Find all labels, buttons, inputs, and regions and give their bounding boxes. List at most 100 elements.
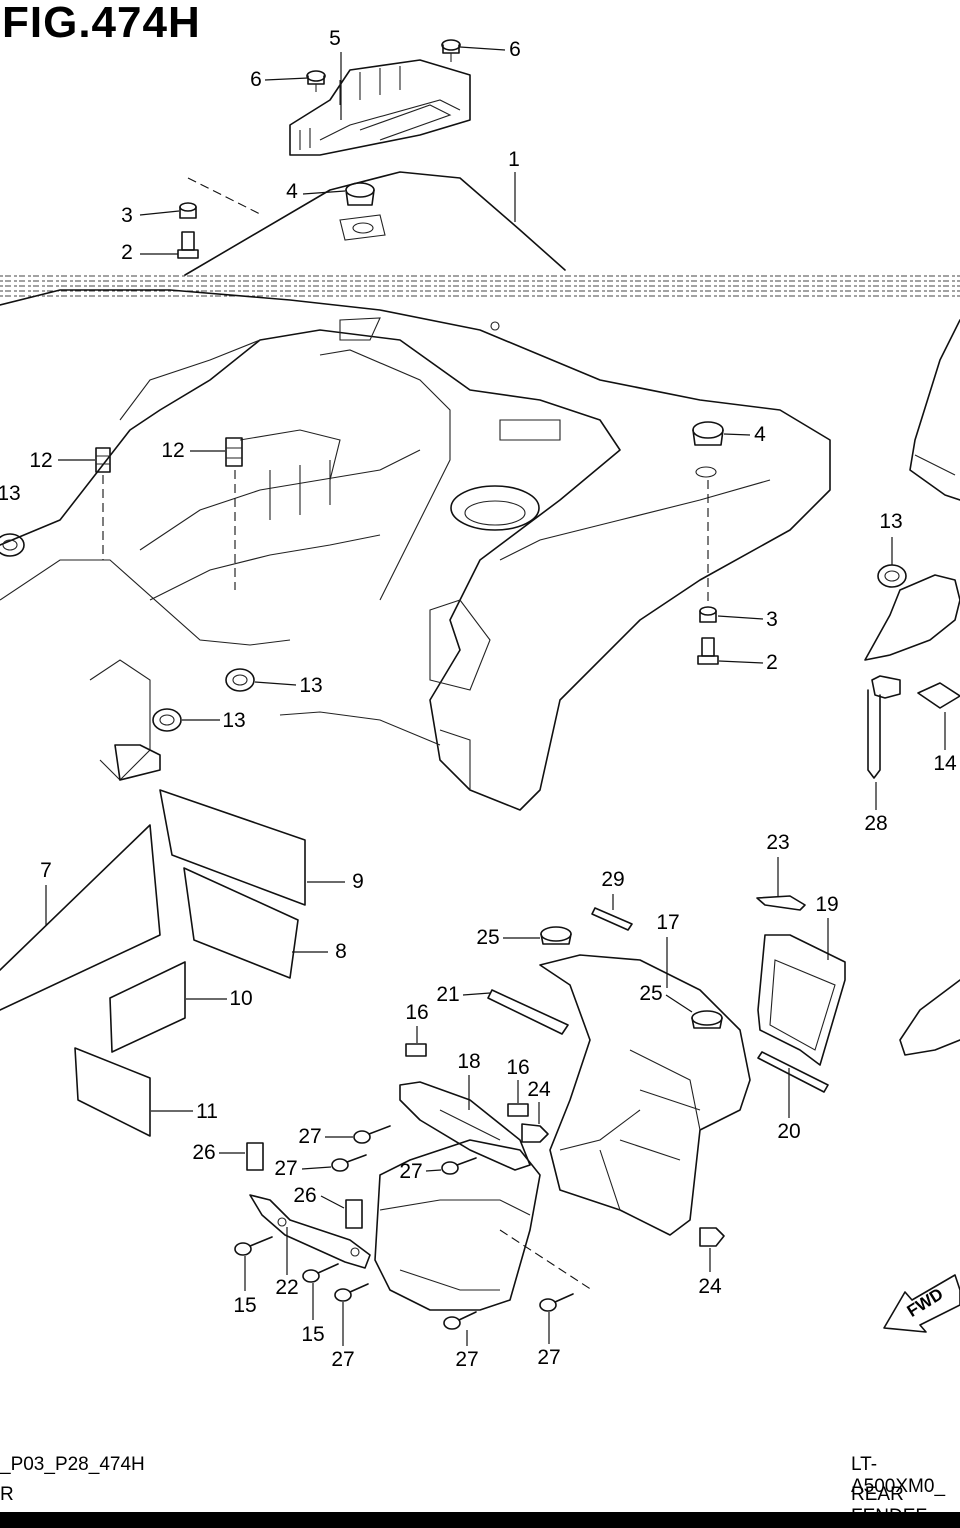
part-3-collar-right-drawing — [699, 606, 717, 623]
callout-4-top: 4 — [286, 180, 298, 203]
callout-2-right: 2 — [766, 651, 778, 674]
callout-15-a: 15 — [233, 1294, 257, 1317]
part-13-grommet-b-drawing — [225, 668, 255, 692]
callout-27-c: 27 — [399, 1160, 423, 1183]
part-1-rear-fender-drawing — [0, 171, 831, 811]
callout-25-a: 25 — [476, 926, 500, 949]
part-7-decal-drawing — [0, 824, 161, 1011]
right-fender-partial-drawing — [864, 319, 960, 1056]
callout-13-c: 13 — [222, 709, 246, 732]
part-27-screw-b-drawing — [331, 1154, 367, 1172]
callout-1: 1 — [508, 148, 520, 171]
callout-23: 23 — [766, 831, 790, 854]
part-5-bracket-drawing — [289, 59, 471, 156]
part-25-grommet-b-drawing — [691, 1010, 723, 1029]
callout-26-a: 26 — [192, 1141, 216, 1164]
footer-left-title: R — [0, 1484, 14, 1505]
part-13-grommet-d-drawing — [877, 564, 907, 588]
part-13-grommet-a-drawing — [0, 533, 25, 557]
callout-16-a: 16 — [405, 1001, 429, 1024]
part-18-bracket-drawing — [399, 1081, 531, 1171]
part-15-screw-a-drawing — [234, 1236, 273, 1256]
callout-13-d: 13 — [879, 510, 903, 533]
callout-11: 11 — [196, 1100, 218, 1123]
lower-box-drawing — [374, 1139, 541, 1311]
callout-13-b: 13 — [299, 674, 323, 697]
part-11-decal-drawing — [74, 1047, 151, 1137]
callout-8: 8 — [335, 940, 347, 963]
callout-6-right: 6 — [509, 38, 521, 61]
callout-25-b: 25 — [639, 982, 663, 1005]
part-29-strip-drawing — [591, 907, 633, 931]
callout-27-f: 27 — [537, 1346, 561, 1369]
callout-28: 28 — [864, 812, 888, 835]
callout-29: 29 — [601, 868, 625, 891]
callout-14: 14 — [933, 752, 957, 775]
part-3-collar-left-drawing — [179, 202, 197, 219]
bottom-bar — [0, 1512, 960, 1528]
part-16-clip-a-drawing — [405, 1043, 427, 1057]
part-9-decal-drawing — [159, 789, 306, 906]
part-26-bolt-a-drawing — [246, 1142, 264, 1171]
callout-7: 7 — [40, 859, 52, 882]
footer-right-model: LT-A500XM0_ — [851, 1454, 946, 1497]
callout-16-b: 16 — [506, 1056, 530, 1079]
part-12-bolt-left-drawing — [95, 447, 111, 473]
part-4-grommet-top-drawing — [339, 182, 386, 241]
part-20-strip-drawing — [757, 1051, 829, 1093]
callout-19: 19 — [815, 893, 839, 916]
callout-10: 10 — [229, 987, 253, 1010]
callout-24-a: 24 — [527, 1078, 551, 1101]
callout-3-left: 3 — [121, 204, 133, 227]
callout-15-b: 15 — [301, 1323, 325, 1346]
part-27-screw-d-drawing — [334, 1283, 369, 1302]
part-27-screw-c-drawing — [441, 1157, 477, 1175]
callout-20: 20 — [777, 1120, 801, 1143]
part-25-grommet-a-drawing — [540, 926, 572, 945]
callout-18: 18 — [457, 1050, 481, 1073]
callout-26-b: 26 — [293, 1184, 317, 1207]
callout-3-right: 3 — [766, 608, 778, 631]
part-10-decal-drawing — [109, 961, 186, 1053]
callout-24-b: 24 — [698, 1275, 722, 1298]
callout-12-right: 12 — [161, 439, 185, 462]
part-28-strap-drawing — [867, 675, 901, 779]
callout-9: 9 — [352, 870, 364, 893]
part-2-bolt-right-drawing — [697, 637, 719, 665]
part-6-bolt-right-drawing — [441, 39, 461, 62]
callout-6-left: 6 — [250, 68, 262, 91]
callout-27-d: 27 — [331, 1348, 355, 1371]
part-24-bolt-a-drawing — [521, 1123, 549, 1143]
callout-12-left: 12 — [29, 449, 53, 472]
part-22-bracket-drawing — [249, 1194, 371, 1269]
part-21-strip-drawing — [487, 989, 569, 1035]
part-16-clip-b-drawing — [507, 1103, 529, 1117]
scan-noise-band — [0, 275, 960, 297]
callout-4-right: 4 — [754, 423, 766, 446]
part-19-lid-drawing — [757, 934, 846, 1066]
part-4-grommet-right-drawing — [692, 421, 724, 478]
part-24-bolt-b-drawing — [699, 1227, 725, 1247]
callout-2-left: 2 — [121, 241, 133, 264]
part-8-decal-drawing — [183, 867, 299, 979]
part-6-bolt-left-drawing — [306, 70, 326, 92]
part-12-bolt-right-drawing — [225, 437, 243, 467]
part-13-grommet-c-drawing — [152, 708, 182, 732]
footer-left-code: _P03_P28_474H — [0, 1454, 145, 1475]
callout-27-b: 27 — [274, 1157, 298, 1180]
callout-5: 5 — [329, 27, 341, 50]
part-27-screw-a-drawing — [353, 1125, 391, 1144]
callout-27-e: 27 — [455, 1348, 479, 1371]
part-17-toolbox-drawing — [539, 954, 751, 1236]
callout-22: 22 — [275, 1276, 299, 1299]
part-15-screw-b-drawing — [302, 1263, 339, 1283]
callout-21: 21 — [436, 983, 460, 1006]
part-14-pad-drawing — [917, 682, 960, 709]
part-2-bolt-left-drawing — [177, 231, 199, 259]
fwd-arrow-icon — [883, 1274, 960, 1333]
callout-27-a: 27 — [298, 1125, 322, 1148]
part-27-screw-f-drawing — [539, 1293, 574, 1312]
part-26-bolt-b-drawing — [345, 1199, 363, 1229]
